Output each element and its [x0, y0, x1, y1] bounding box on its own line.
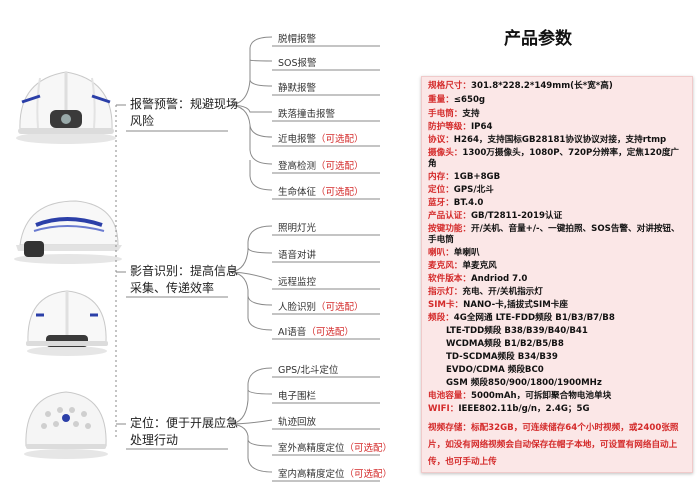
spec-row: TD-SCDMA频段 B34/B39 — [446, 352, 558, 362]
spec-row: 规格尺寸：301.8*228.2*149mm(长*宽*高) — [428, 81, 613, 91]
helmet-back-image — [26, 290, 108, 356]
feature-item: 语音对讲 — [278, 250, 317, 261]
feature-item: 室内高精度定位（可选配） — [278, 469, 393, 480]
spec-row: LTE-TDD频段 B38/B39/B40/B41 — [446, 326, 588, 336]
spec-row: 软件版本：Andriod 7.0 — [428, 274, 528, 284]
spec-row: 按键功能：开/关机、音量+/-、一键拍照、SOS告警、对讲按钮、手电筒 — [428, 224, 680, 245]
spec-row: SIM卡：NANO-卡,插拔式SIM卡座 — [428, 300, 568, 310]
feature-item: 远程监控 — [278, 277, 317, 288]
spec-row: WIFI：IEEE802.11b/g/n，2.4G；5G — [428, 404, 590, 414]
spec-row-storage: 视频存储：标配32GB，可连续储存64个小时视频，或2400张照片，如没有网络视… — [428, 423, 679, 467]
feature-item: 静默报警 — [278, 83, 317, 94]
feature-item: GPS/北斗定位 — [278, 365, 339, 376]
feature-item: 生命体征（可选配） — [278, 187, 364, 198]
spec-row: 喇叭：单喇叭 — [428, 248, 480, 258]
spec-row: 防护等级：IP64 — [428, 122, 493, 132]
feature-item: 跌落撞击报警 — [278, 109, 336, 120]
spec-row: 定位：GPS/北斗 — [428, 185, 494, 195]
helmet-side-image — [14, 200, 122, 264]
helmet-top-image — [24, 391, 108, 459]
spec-row: 手电筒：支持 — [428, 109, 480, 119]
spec-row: 协议：H264，支持国标GB28181协议协议对接，支持rtmp — [428, 135, 667, 145]
spec-row: 产品认证：GB/T2811-2019认证 — [428, 211, 563, 221]
feature-item: 脱帽报警 — [278, 34, 317, 45]
feature-item: 室外高精度定位（可选配） — [278, 443, 393, 454]
category-location: 定位：便于开展应急处理行动 — [130, 416, 239, 447]
feature-item: 登高检测（可选配） — [278, 161, 364, 172]
feature-item: SOS报警 — [278, 58, 317, 69]
spec-row: 频段：4G全网通 LTE-FDD频段 B1/B3/B7/B8 — [428, 313, 615, 323]
feature-item: 电子围栏 — [278, 391, 317, 402]
feature-item: AI语音（可选配） — [278, 327, 354, 338]
feature-item: 轨迹回放 — [278, 417, 317, 428]
spec-row: 摄像头：1300万摄像头，1080P、720P分辨率，定焦120度广角 — [428, 148, 680, 169]
spec-row: 麦克风：单麦克风 — [428, 261, 497, 271]
page-title: 产品参数 — [504, 29, 572, 49]
category-media: 影音识别：提高信息采集、传递效率 — [130, 264, 239, 295]
feature-item: 近电报警（可选配） — [278, 134, 364, 145]
helmet-front-camera-image — [16, 71, 116, 144]
feature-item: 人脸识别（可选配） — [278, 302, 364, 313]
spec-row: EVDO/CDMA 频段BC0 — [446, 365, 544, 375]
spec-row: 指示灯：充电、开/关机指示灯 — [428, 287, 543, 297]
spec-row: 蓝牙：BT.4.0 — [428, 198, 484, 208]
spec-row: 电池容量：5000mAh，可拆卸聚合物电池单块 — [428, 391, 612, 401]
spec-row: GSM 频段850/900/1800/1900MHz — [446, 378, 602, 388]
spec-row: 内存：1GB+8GB — [428, 172, 501, 182]
mind-map-connectors — [115, 36, 380, 482]
spec-panel — [421, 76, 693, 473]
spec-row: 重量：≤650g — [428, 95, 486, 105]
spec-row: WCDMA频段 B1/B2/B5/B8 — [446, 339, 564, 349]
feature-item: 照明灯光 — [278, 223, 317, 234]
category-alarm: 报警预警：规避现场风险 — [130, 97, 239, 128]
